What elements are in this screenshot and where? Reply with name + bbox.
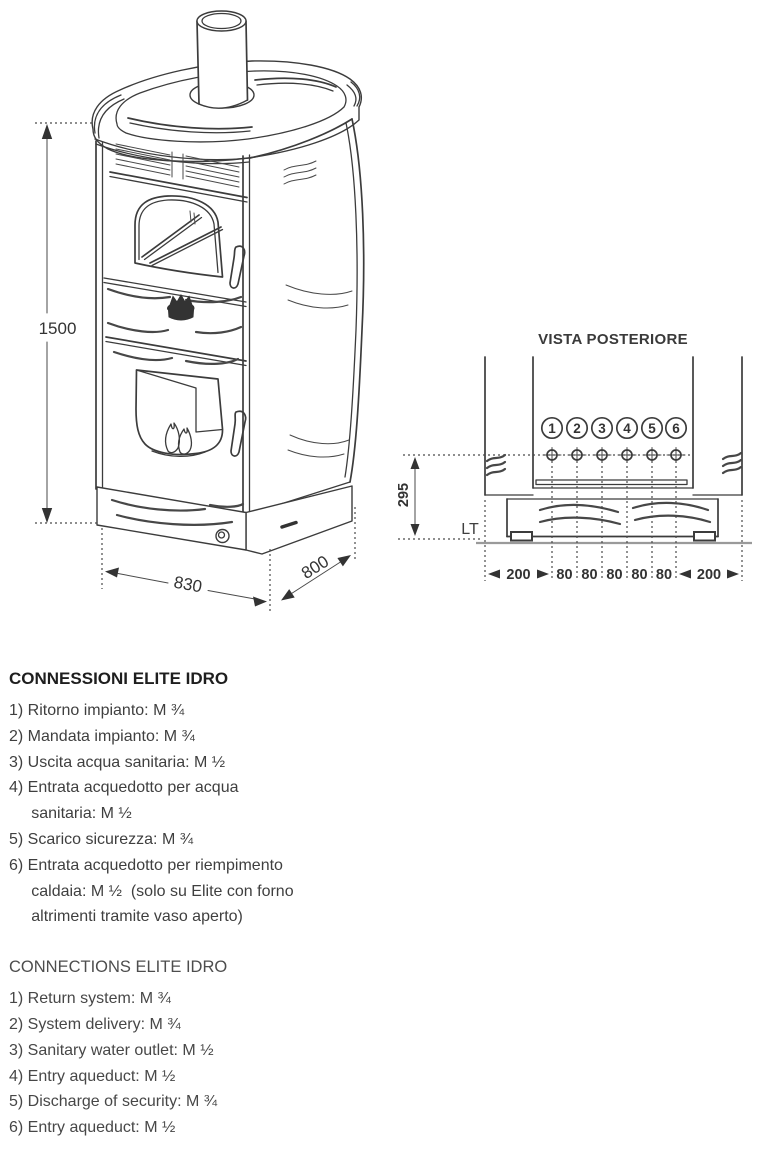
- fitting: [666, 447, 686, 581]
- rear-view-drawing: VISTA POSTERIORE: [396, 331, 752, 583]
- connection-item-en: 3) Sanitary water outlet: M ½: [9, 1041, 214, 1059]
- right-margin-dim: 200: [697, 567, 721, 583]
- oven-door-handle: [229, 245, 246, 289]
- left-vent-mark: [485, 453, 507, 477]
- rear-base: [476, 498, 752, 545]
- depth-dim-label: 800: [298, 552, 332, 583]
- connection-item-en: 5) Discharge of security: M ¾: [9, 1093, 218, 1111]
- fire-door-handle: [230, 410, 247, 457]
- connection-item-en: 4) Entry aqueduct: M ½: [9, 1067, 176, 1085]
- connections-it-title: CONNESSIONI ELITE IDRO: [9, 669, 229, 688]
- lt-label: LT: [461, 521, 479, 538]
- side-panel: [248, 118, 365, 515]
- right-foot: [693, 531, 716, 542]
- connection-item-it: 5) Scarico sicurezza: M ¾: [9, 830, 194, 848]
- fitting: [542, 447, 562, 581]
- dim-width: 830: [101, 528, 271, 611]
- flame: [164, 422, 181, 454]
- connections-en-title: CONNECTIONS ELITE IDRO: [9, 958, 228, 977]
- port-number: 6: [672, 421, 680, 436]
- pitch-dim: 80: [581, 567, 597, 583]
- drawer-knob: [215, 528, 230, 544]
- dim-bottom-row: 200 80 80 80 80 80 200: [484, 500, 743, 583]
- port-labels: 1 2 3 4 5 6: [540, 416, 688, 440]
- front-view-drawing: 1500 830 800: [35, 10, 365, 611]
- dim-height: 1500: [35, 122, 99, 524]
- dim-295: 295: [396, 457, 480, 540]
- connection-item-it: 6) Entrata acquedotto per riempimento ca…: [9, 856, 294, 926]
- vent-grille: [115, 143, 240, 188]
- fitting: [642, 447, 662, 581]
- fitting: [617, 447, 637, 581]
- pitch-dim: 80: [631, 567, 647, 583]
- rear-view-title: VISTA POSTERIORE: [538, 331, 688, 348]
- fitting: [592, 447, 612, 581]
- port-number: 1: [548, 421, 556, 436]
- port-fittings: [403, 447, 693, 581]
- connections-section: CONNESSIONI ELITE IDRO 1) Ritorno impian…: [9, 668, 439, 1141]
- front-panel: [95, 140, 251, 517]
- port-number: 4: [623, 421, 631, 436]
- fitting: [567, 447, 587, 581]
- chimney: [189, 10, 255, 109]
- connection-item-it: 4) Entrata acquedotto per acqua sanitari…: [9, 779, 239, 823]
- right-vent-mark: [721, 451, 743, 475]
- flame: [177, 427, 193, 455]
- connection-item-en: 1) Return system: M ¾: [9, 990, 171, 1008]
- connection-item-en: 6) Entry aqueduct: M ½: [9, 1119, 176, 1137]
- rear-panels: [484, 356, 743, 496]
- pitch-dim: 80: [606, 567, 622, 583]
- connection-item-it: 2) Mandata impianto: M ¾: [9, 727, 195, 745]
- connection-item-en: 2) System delivery: M ¾: [9, 1015, 181, 1033]
- crown-emblem: [167, 293, 195, 321]
- decor-band: [105, 287, 247, 367]
- port-number: 5: [648, 421, 656, 436]
- height-dim-label: 1500: [39, 319, 77, 338]
- port-number: 2: [573, 421, 581, 436]
- base-plinth: [96, 485, 353, 555]
- fire-door: [112, 350, 247, 458]
- pitch-dim: 80: [556, 567, 572, 583]
- connection-item-it: 1) Ritorno impianto: M ¾: [9, 702, 185, 719]
- oven-door: [103, 195, 247, 308]
- port-number: 3: [598, 421, 606, 436]
- pitch-dim: 80: [656, 567, 672, 583]
- width-dim-label: 830: [172, 573, 203, 597]
- connection-item-it: 3) Uscita acqua sanitaria: M ½: [9, 753, 226, 771]
- top-cap: [91, 60, 362, 165]
- left-foot: [510, 531, 533, 542]
- left-margin-dim: 200: [506, 567, 530, 583]
- rear-height-dim-label: 295: [396, 483, 412, 507]
